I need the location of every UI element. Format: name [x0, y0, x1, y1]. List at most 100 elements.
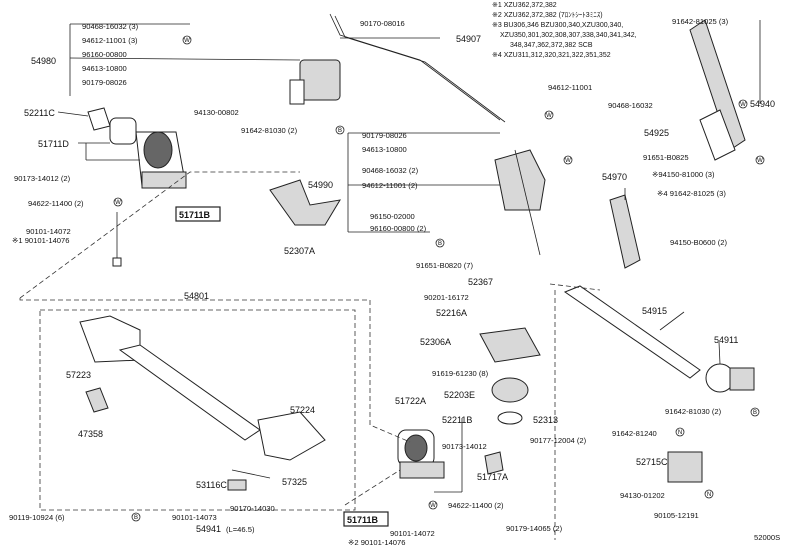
mount-51711d-base	[141, 171, 187, 189]
part-label: 52203E	[444, 390, 475, 400]
symbol-b	[131, 512, 141, 522]
part-label: 54801	[184, 291, 209, 301]
part-label: 90170-14030	[230, 504, 275, 513]
note-line: ※1 XZU362,372,382	[492, 2, 557, 9]
symbol-w-text: W	[740, 102, 746, 108]
part-label: 94130-00802	[194, 108, 239, 117]
part-label: 52313	[533, 415, 558, 425]
part-label: 90105-12191	[654, 511, 699, 520]
part-label: 90173-14012	[442, 442, 487, 451]
symbol-w-text: W	[115, 200, 121, 206]
part-label: 91642-81240	[612, 429, 657, 438]
rod-drawing	[329, 13, 501, 121]
bushing-drawing	[109, 117, 137, 145]
part-label: ※94150-81000 (3)	[652, 170, 715, 179]
symbol-w-text: W	[565, 158, 571, 164]
part-label: 52367	[468, 277, 493, 287]
symbol-w	[182, 35, 192, 45]
leader	[718, 341, 721, 365]
part-label: 94130-01202	[620, 491, 665, 500]
ref-box-51711b-top	[175, 206, 221, 222]
cover-52307a-drawing	[269, 179, 341, 226]
symbol-n-text: N	[678, 430, 682, 436]
part-label: 90468-16032 (3)	[82, 22, 139, 31]
part-label: 91642-81030 (2)	[241, 126, 298, 135]
part-label: 52307A	[284, 246, 315, 256]
callout-symbols: W B W W W W B W B B N N W	[113, 35, 765, 522]
part-drawings	[79, 13, 755, 491]
part-label: ※2 90101-14076	[348, 538, 405, 547]
ref-51711b-bottom: 51711B	[347, 515, 379, 525]
outline	[344, 469, 401, 506]
part-label: 54990	[308, 180, 333, 190]
symbol-b-text: B	[438, 241, 442, 247]
bracket-57224-drawing	[257, 411, 326, 461]
part-label: 54980	[31, 56, 56, 66]
part-label: 54970	[602, 172, 627, 182]
symbol-b-text: B	[134, 515, 138, 521]
part-label: 90177-12004 (2)	[530, 436, 587, 445]
leader-lines	[57, 20, 761, 493]
ref-51711b-top: 51711B	[179, 210, 211, 220]
symbol-w-text: W	[757, 158, 763, 164]
part-label: 94622-11400 (2)	[28, 199, 84, 208]
clip-53116c-drawing	[227, 479, 247, 491]
bracket-52715c-drawing	[667, 451, 703, 483]
part-label: 91651-B0820 (7)	[416, 261, 473, 270]
bracket-51717a-drawing	[484, 451, 504, 475]
bolt-57325-drawing	[231, 469, 271, 479]
part-label: 51717A	[477, 472, 508, 482]
symbol-b-text: B	[753, 410, 757, 416]
part-label: 91651-B0825	[643, 153, 689, 162]
boxed-references: 51711B 51711B	[175, 206, 389, 527]
symbol-b	[335, 125, 345, 135]
symbol-w	[738, 99, 748, 109]
leader	[57, 111, 89, 117]
assembly-outlines	[19, 171, 601, 540]
part-label: 91642-81025 (3)	[672, 17, 729, 26]
part-label: 90170-08016	[360, 19, 405, 28]
plate-47358-drawing	[85, 387, 109, 413]
part-label: 90101-14073	[172, 513, 217, 522]
part-label: 91642-81030 (2)	[665, 407, 722, 416]
part-label: 52306A	[420, 337, 451, 347]
part-label: 52211B	[442, 415, 472, 425]
outline	[549, 283, 601, 291]
part-label: 94613-10800	[362, 145, 407, 154]
note-line: ※2 XZU362,372,382 (7ﾛﾝﾄｼｰﾄ3ﾐﾆｽ)	[492, 11, 603, 19]
symbol-w	[544, 110, 554, 120]
bushing-54911-clamp	[729, 367, 755, 391]
bolt-head	[112, 257, 122, 267]
part-label: 96160-00800 (2)	[370, 224, 427, 233]
note-line: 348,347,362,372,382 SCB	[510, 42, 593, 49]
part-label: 53116C	[196, 480, 227, 490]
mount-51711d-hole	[143, 131, 173, 169]
link-54990-drawing	[494, 149, 546, 211]
part-labels: 90468-16032 (3) 94612-11001 (3) 96160-00…	[9, 17, 780, 547]
cover-52306a-drawing	[479, 327, 541, 363]
mount-51722a-base	[399, 461, 445, 479]
leader	[69, 57, 301, 61]
note-line: XZU350,301,302,308,307,338,340,341,342,	[500, 32, 637, 39]
part-label: 94622-11400 (2)	[448, 501, 504, 510]
outline	[19, 171, 300, 299]
part-label: 90173-14012 (2)	[14, 174, 71, 183]
bracket-54940-drawing	[689, 19, 746, 151]
part-label: 52000S	[754, 533, 780, 542]
part-label: 90101-14072	[390, 529, 435, 538]
symbol-b-text: B	[338, 128, 342, 134]
washer-52313-drawing	[497, 411, 523, 425]
symbol-w-text: W	[184, 38, 190, 44]
part-label: 94613-10800	[82, 64, 127, 73]
part-label: 96160-00800	[82, 50, 127, 59]
symbol-n	[675, 427, 685, 437]
note-line: ※4 XZU311,312,320,321,322,351,352	[492, 52, 611, 59]
part-label: 90179-08026	[82, 78, 127, 87]
part-label: 54940	[750, 99, 775, 109]
symbol-w	[113, 197, 123, 207]
symbol-n-text: N	[707, 492, 711, 498]
part-label: 90201-16172	[424, 293, 469, 302]
bracket-54925-drawing	[699, 109, 736, 161]
part-label: 90468-16032 (2)	[362, 166, 419, 175]
